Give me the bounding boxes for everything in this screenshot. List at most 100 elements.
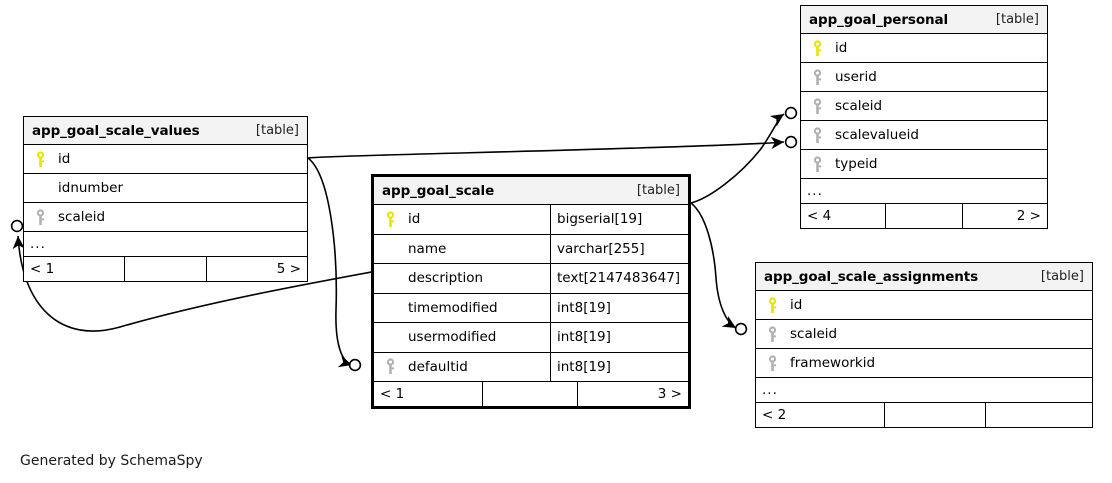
table-app-goal-scale-values[interactable]: app_goal_scale_values [table] id idnumbe… <box>23 116 308 282</box>
footer-middle <box>482 382 578 406</box>
column-name: id <box>58 151 71 167</box>
column-name: scaleid <box>835 98 883 114</box>
column-name: userid <box>835 69 877 85</box>
column-type-cell: int8[19] <box>550 323 688 352</box>
edge-scale-id-to-personal-scaleid <box>690 113 785 204</box>
column-name-cell: frameworkid <box>756 349 1092 377</box>
footer-middle <box>124 257 207 281</box>
table-kind-label: [table] <box>995 12 1039 27</box>
optional-marker <box>784 135 798 149</box>
column-name-cell: defaultid <box>374 353 550 382</box>
column-name-cell: idnumber <box>24 174 307 202</box>
column-type-cell: varchar[255] <box>550 234 688 263</box>
table-header: app_goal_scale [table] <box>374 177 688 205</box>
column-row[interactable]: idnumber <box>24 174 307 203</box>
optional-marker <box>10 219 24 233</box>
column-name: description <box>408 270 484 287</box>
table-title: app_goal_scale <box>382 182 495 199</box>
table-title: app_goal_personal <box>809 11 949 28</box>
footer-parent-count: < 1 <box>380 386 405 402</box>
column-name-cell: id <box>374 205 550 234</box>
column-name-cell: scaleid <box>801 92 1047 120</box>
column-type-cell: int8[19] <box>550 293 688 322</box>
column-row[interactable]: scaleid <box>801 92 1047 121</box>
column-name: frameworkid <box>790 355 876 371</box>
foreign-key-icon <box>807 155 827 173</box>
table-app-goal-personal[interactable]: app_goal_personal [table] id userid <box>800 5 1048 229</box>
table-header: app_goal_scale_assignments [table] <box>756 263 1092 291</box>
column-name: timemodified <box>408 299 498 316</box>
column-name: scalevalueid <box>835 127 919 143</box>
column-row[interactable]: description text[2147483647] <box>374 264 688 294</box>
foreign-key-icon <box>380 358 400 375</box>
column-name-cell: userid <box>801 63 1047 91</box>
foreign-key-icon <box>762 354 782 372</box>
table-kind-label: [table] <box>636 183 680 198</box>
column-name: usermodified <box>408 329 497 346</box>
footer-parent-count: < 1 <box>30 261 55 277</box>
column-row[interactable]: timemodified int8[19] <box>374 293 688 323</box>
column-row[interactable]: name varchar[255] <box>374 234 688 264</box>
optional-marker <box>348 358 362 372</box>
foreign-key-icon <box>807 68 827 86</box>
column-row[interactable]: id <box>756 291 1092 320</box>
foreign-key-icon <box>807 126 827 144</box>
column-row[interactable]: scalevalueid <box>801 121 1047 150</box>
foreign-key-icon <box>762 325 782 343</box>
primary-key-icon <box>807 39 827 57</box>
column-row[interactable]: id bigserial[19] <box>374 205 688 235</box>
column-name: defaultid <box>408 358 468 375</box>
column-name: id <box>408 211 421 228</box>
more-columns-indicator: ... <box>801 179 1047 204</box>
edge-scale-id-to-assignments-scaleid <box>690 202 737 329</box>
column-row[interactable]: frameworkid <box>756 349 1092 378</box>
column-name-cell: name <box>374 235 550 264</box>
column-row[interactable]: defaultid int8[19] <box>374 352 688 382</box>
edge-values-id-to-scale-defaultid <box>307 157 353 368</box>
footer-middle <box>885 204 963 228</box>
table-app-goal-scale-assignments[interactable]: app_goal_scale_assignments [table] id sc… <box>755 262 1093 428</box>
table-header: app_goal_scale_values [table] <box>24 117 307 145</box>
column-name-cell: scaleid <box>24 203 307 231</box>
footer-child-count <box>986 403 1092 427</box>
column-name-cell: scalevalueid <box>801 121 1047 149</box>
column-name-cell: id <box>24 145 307 173</box>
column-name: scaleid <box>58 209 106 225</box>
column-name: name <box>408 240 447 257</box>
footer-child-count: 3 > <box>657 386 682 402</box>
table-title: app_goal_scale_values <box>32 122 200 139</box>
footer-parent-count: < 4 <box>807 208 832 224</box>
column-name-cell: timemodified <box>374 294 550 323</box>
more-columns-indicator: ... <box>24 232 307 257</box>
more-columns-indicator: ... <box>756 378 1092 403</box>
edge-values-id-to-personal-scalevalueid <box>307 136 785 159</box>
optional-marker <box>784 106 798 120</box>
column-row[interactable]: id <box>801 34 1047 63</box>
table-header: app_goal_personal [table] <box>801 6 1047 34</box>
column-name: scaleid <box>790 326 838 342</box>
column-row[interactable]: id <box>24 145 307 174</box>
optional-marker <box>734 322 748 336</box>
table-app-goal-scale[interactable]: app_goal_scale [table] id bigserial[19] … <box>371 174 691 409</box>
column-name-cell: typeid <box>801 150 1047 178</box>
column-type-cell: int8[19] <box>550 352 688 381</box>
column-type-cell: bigserial[19] <box>550 205 688 234</box>
column-name-cell: id <box>801 34 1047 62</box>
primary-key-icon <box>762 296 782 314</box>
column-row[interactable]: scaleid <box>24 203 307 232</box>
column-name-cell: usermodified <box>374 323 550 352</box>
table-kind-label: [table] <box>1040 269 1084 284</box>
column-row[interactable]: scaleid <box>756 320 1092 349</box>
generator-caption: Generated by SchemaSpy <box>20 453 203 469</box>
column-name-cell: id <box>756 291 1092 319</box>
column-row[interactable]: userid <box>801 63 1047 92</box>
table-footer: < 4 2 > <box>801 204 1047 228</box>
column-row[interactable]: typeid <box>801 150 1047 179</box>
primary-key-icon <box>380 211 400 228</box>
column-row[interactable]: usermodified int8[19] <box>374 323 688 353</box>
foreign-key-icon <box>30 208 50 226</box>
footer-middle <box>884 403 986 427</box>
column-name: id <box>790 297 803 313</box>
footer-child-count: 2 > <box>1016 208 1041 224</box>
